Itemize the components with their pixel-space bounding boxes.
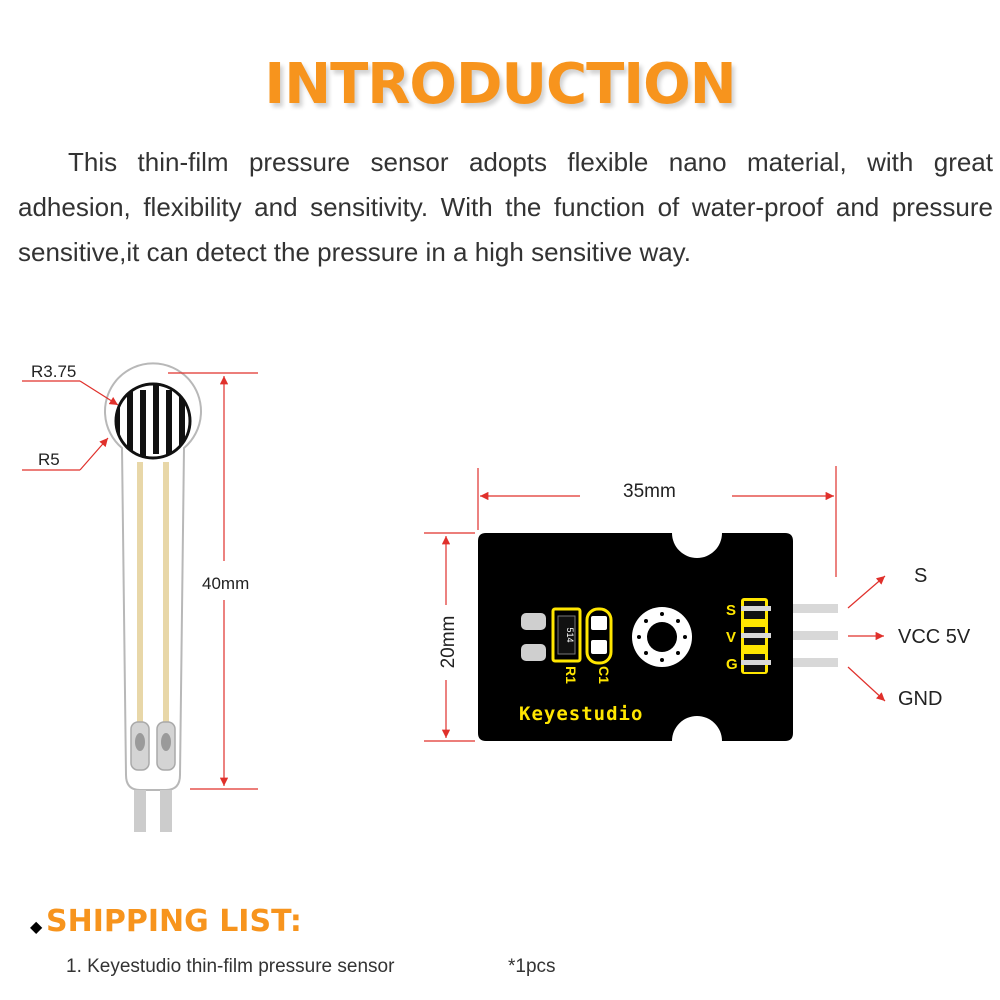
bullet-diamond-icon: ◆: [30, 919, 43, 936]
radius-outer-label: R5: [38, 450, 60, 469]
resistor-code: 514: [565, 627, 575, 642]
module-height-label: 20mm: [438, 616, 459, 669]
film-sensor: [104, 362, 202, 832]
capacitor-ref-label: C1: [596, 666, 612, 684]
sensor-length-label: 40mm: [202, 574, 249, 593]
pin-label-v: V: [726, 629, 736, 646]
radius-inner-label: R3.75: [31, 362, 76, 381]
vcc-pin-label: VCC 5V: [898, 626, 971, 648]
intro-paragraph: This thin-film pressure sensor adopts fl…: [18, 147, 993, 267]
sensor-dimensions: [22, 372, 258, 790]
signal-pin-label: S: [914, 565, 927, 587]
shipping-item-name: 1. Keyestudio thin-film pressure sensor: [66, 956, 395, 977]
sensor-module: [478, 533, 838, 741]
page-title: INTRODUCTION: [264, 52, 736, 117]
pin-label-s: S: [726, 602, 736, 619]
sensor-diagram: R3.75 R5 40mm: [22, 362, 971, 832]
module-width-label: 35mm: [623, 481, 676, 502]
gnd-pin-label: GND: [898, 688, 942, 710]
shipping-item-qty: *1pcs: [508, 956, 556, 977]
brand-silkscreen: Keyestudio: [519, 703, 643, 725]
pin-label-g: G: [726, 656, 738, 673]
module-dimensions: [424, 466, 886, 742]
resistor-ref-label: R1: [563, 666, 579, 684]
shipping-list-title: SHIPPING LIST:: [46, 904, 302, 939]
